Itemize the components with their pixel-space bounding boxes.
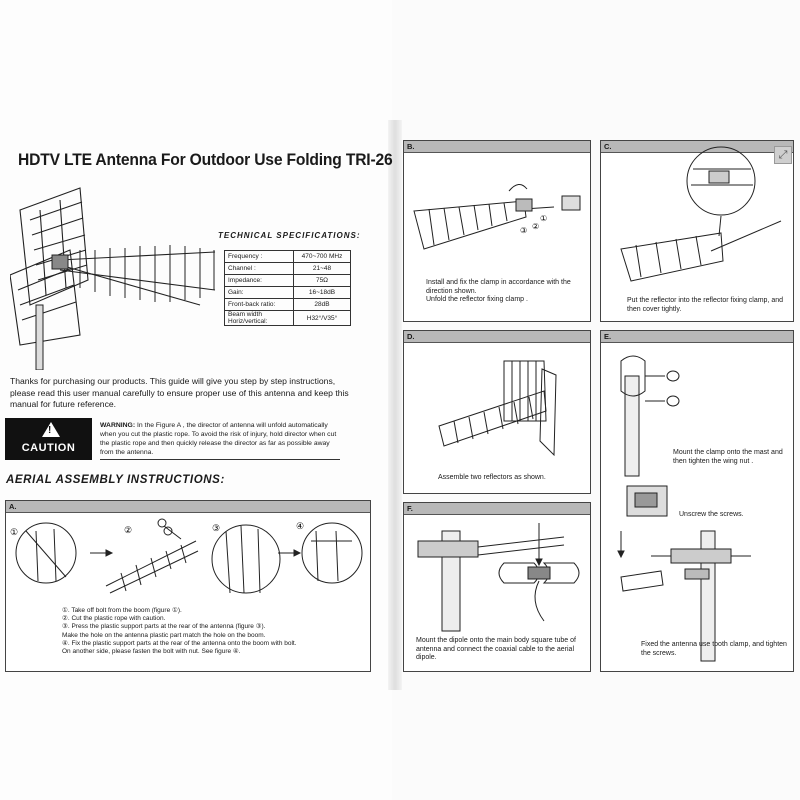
intro-paragraph: Thanks for purchasing our products. This… [10, 376, 349, 409]
spec-row: Channel :21~48 [224, 262, 351, 275]
panel-e-label: E. [604, 332, 612, 341]
spec-label: Impedance: [224, 274, 294, 287]
spec-row: Gain:16~18dB [224, 286, 351, 299]
panel-a: A. ② ① ③ ④ [5, 500, 371, 672]
callout-3: ③ [212, 523, 220, 533]
panel-f: F. Mount the dipole onto the main body s… [403, 502, 591, 672]
step-line: Make the hole on the antenna plastic par… [62, 631, 266, 639]
step-line: ①. Take off bolt from the boom (figure ①… [62, 607, 182, 614]
specs-heading: TECHNICAL SPECIFICATIONS: [218, 231, 361, 240]
warning-prefix: WARNING: [100, 422, 136, 429]
spec-row: Impedance:75Ω [224, 274, 351, 287]
book-gutter [388, 120, 402, 690]
step-line: On another side, please fasten the bolt … [62, 648, 241, 656]
spec-value: 16~18dB [293, 286, 351, 299]
panel-c-figure [620, 146, 782, 282]
panel-f-header [404, 503, 590, 515]
spec-value: 21~48 [293, 262, 351, 275]
panel-d-figure [438, 360, 557, 457]
panel-e-caption-3: Fixed the antenna use tooth clamp, and t… [641, 641, 787, 657]
panel-c: C. Put the reflector into the reflector … [600, 140, 794, 322]
page-title: HDTV LTE Antenna For Outdoor Use Folding… [18, 150, 393, 169]
panel-a-header [6, 501, 370, 513]
panel-f-label: F. [407, 504, 413, 513]
panel-e-figure [617, 355, 751, 662]
specs-table: Frequency :470~700 MHz Channel :21~48 Im… [224, 250, 351, 326]
spec-row: Front-back ratio:28dB [224, 298, 351, 311]
callout-3: ③ [520, 226, 527, 235]
step-line: ②. Cut the plastic rope with caution. [62, 615, 166, 623]
panel-e-header [601, 331, 793, 343]
spec-label: Channel : [224, 262, 294, 275]
spec-row: Frequency :470~700 MHz [224, 250, 351, 263]
spec-label: Gain: [224, 286, 294, 299]
callout-2: ② [532, 222, 539, 231]
panel-b-label: B. [407, 142, 415, 151]
panel-d-label: D. [407, 332, 415, 341]
step-line: ③. Press the plastic support parts at th… [62, 623, 266, 631]
panel-e-caption-2: Unscrew the screws. [679, 511, 744, 518]
step-line: ④. Fix the plastic support parts at the … [62, 639, 297, 647]
spec-label: Front-back ratio: [224, 298, 294, 311]
exclamation-icon: ! [48, 425, 52, 436]
spec-label: Beam width Horiz/vertical: [224, 310, 294, 326]
warning-body: In the Figure A , the director of antenn… [100, 422, 337, 456]
panel-c-label: C. [604, 142, 612, 151]
panel-b: B. ③ ② ① Install and fix the clamp in ac… [403, 140, 591, 322]
spec-value: H32°/V35° [293, 310, 351, 326]
assembly-heading: AERIAL ASSEMBLY INSTRUCTIONS: [6, 474, 225, 486]
panel-e: E. Mount the clamp onto the mast and the… [600, 330, 794, 672]
warning-triangle-icon [42, 422, 60, 437]
panel-f-figure [417, 523, 580, 632]
panel-f-caption: Mount the dipole onto the main body squa… [416, 637, 576, 662]
panel-c-caption: Put the reflector into the reflector fix… [627, 297, 784, 313]
panel-b-figure: ③ ② ① [413, 184, 581, 250]
spec-value: 28dB [293, 298, 351, 311]
callout-1: ① [10, 527, 18, 537]
antenna-illustration [10, 187, 216, 370]
panel-b-caption: Install and fix the clamp in accordance … [426, 279, 571, 304]
panel-a-figure: ② ① ③ ④ [10, 518, 363, 594]
panel-a-steps: ①. Take off bolt from the boom (figure ①… [62, 607, 362, 656]
panel-d-caption: Assemble two reflectors as shown. [438, 474, 546, 481]
panel-d-header [404, 331, 590, 343]
callout-4: ④ [296, 521, 304, 531]
panel-c-header [601, 141, 793, 153]
spec-label: Frequency : [224, 250, 294, 263]
callout-2: ② [124, 525, 132, 535]
caution-label: CAUTION [21, 442, 76, 454]
panel-b-header [404, 141, 590, 153]
panel-e-caption-1: Mount the clamp onto the mast and then t… [673, 449, 783, 465]
panel-a-label: A. [9, 502, 17, 511]
spec-value: 75Ω [293, 274, 351, 287]
callout-1: ① [540, 214, 547, 223]
spec-value: 470~700 MHz [293, 250, 351, 263]
expand-icon[interactable]: ⤢ [774, 146, 792, 164]
spec-row: Beam width Horiz/vertical:H32°/V35° [224, 310, 351, 326]
warning-text: WARNING: In the Figure A , the director … [100, 421, 340, 460]
panel-d: D. Assemble two reflectors as shown. [403, 330, 591, 494]
